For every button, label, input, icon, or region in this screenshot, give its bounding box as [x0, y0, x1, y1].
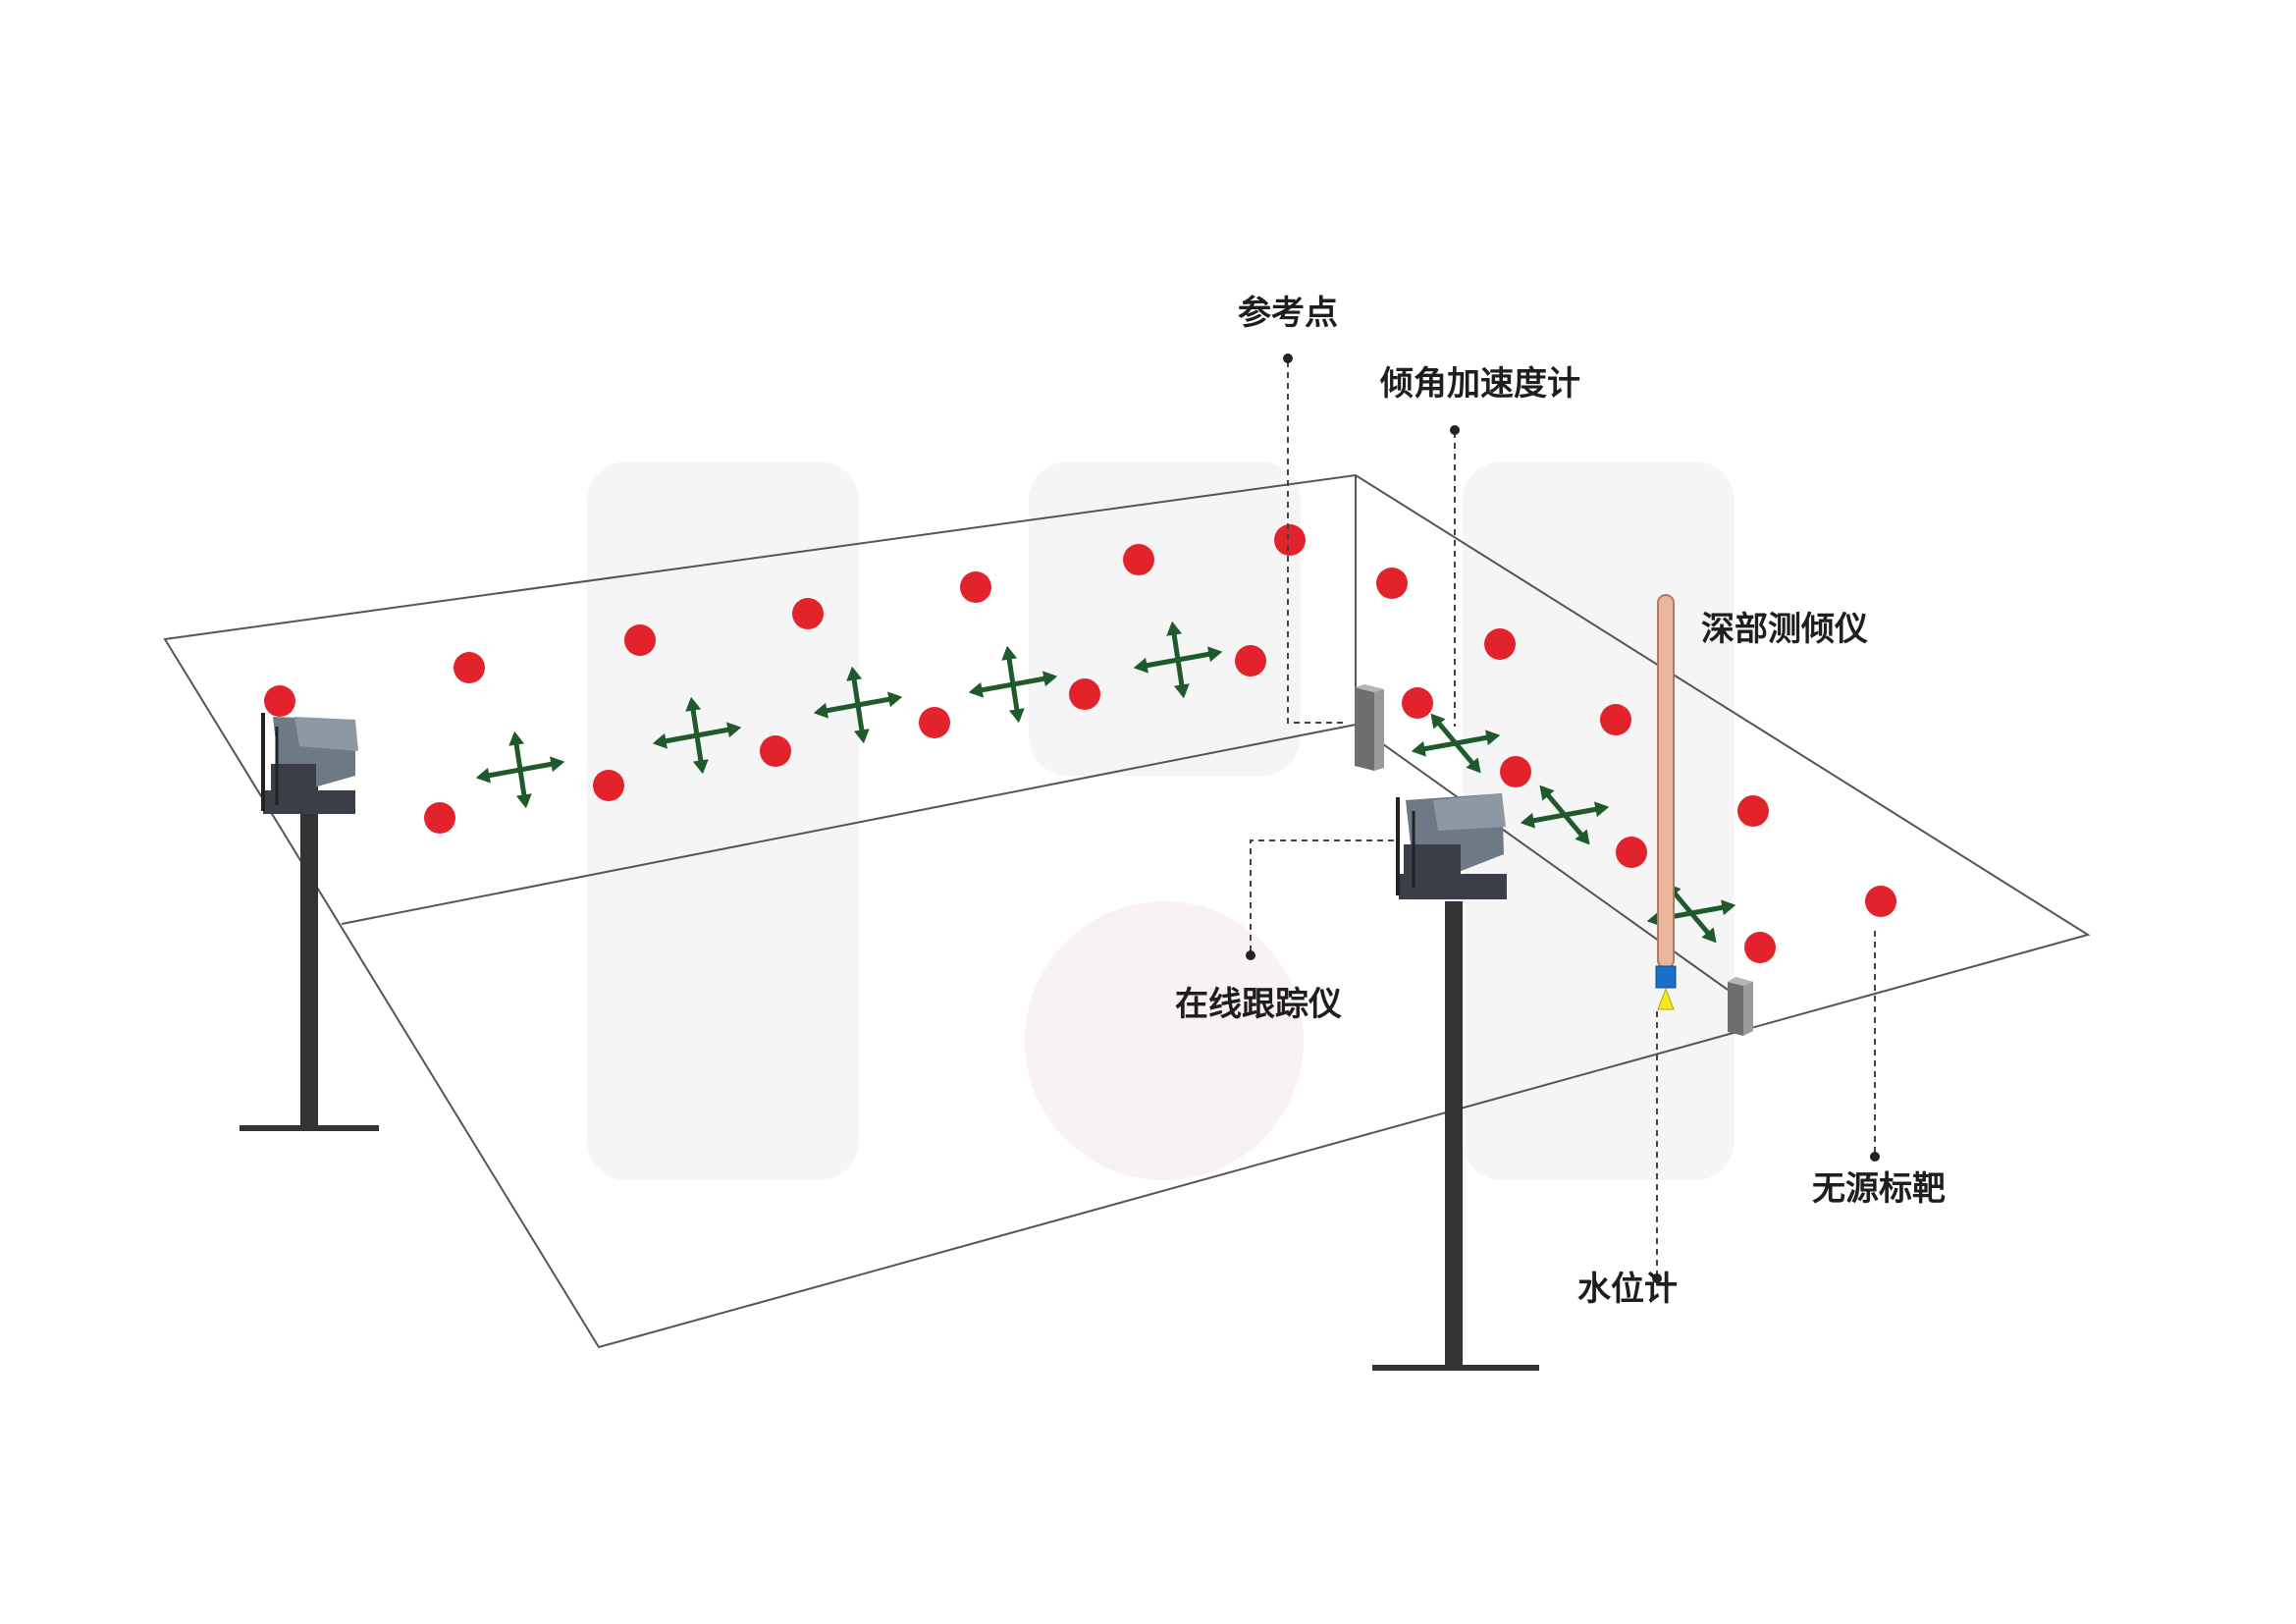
- cross-arrows-icon: [475, 731, 565, 809]
- watermark-circle: [1025, 901, 1304, 1180]
- red-dot-icon: [1744, 932, 1776, 963]
- water-gauge-body: [1655, 965, 1677, 989]
- label-online-tracker: 在线跟踪仪: [1175, 985, 1342, 1024]
- water-gauge-tip: [1657, 987, 1675, 1010]
- cross-arrows-icon: [813, 666, 903, 744]
- red-dot-icon: [1616, 837, 1647, 868]
- label-tilt-accelerometer: 倾角加速度计: [1379, 364, 1580, 404]
- deep-inclinometer: [1655, 594, 1677, 1010]
- cross-arrows-icon: [1133, 621, 1223, 699]
- label-water-level-gauge: 水位计: [1577, 1270, 1678, 1309]
- leader-dot: [1246, 950, 1255, 960]
- leader-dot: [1283, 353, 1293, 363]
- red-dot-icon: [624, 624, 656, 656]
- watermark: [587, 461, 1735, 1180]
- leader-dot: [1870, 1152, 1880, 1162]
- red-dot-icon: [1123, 544, 1154, 575]
- leader-dot: [1450, 425, 1460, 435]
- labels: 参考点 倾角加速度计 深部测倾仪 在线跟踪仪 无源标靶 水位计: [1175, 294, 1946, 1309]
- red-dot-icon: [1069, 678, 1100, 710]
- leader-anchor-dots: [1246, 353, 1880, 1283]
- ground-plane: [163, 473, 2091, 1349]
- red-dot-icon: [760, 735, 791, 767]
- red-dot-icon: [454, 652, 485, 683]
- tracker-pole: [300, 785, 318, 1129]
- red-dot-icon: [1865, 886, 1896, 917]
- watermark-bar-middle: [1029, 461, 1301, 776]
- leader-reference-point: [1287, 361, 1345, 724]
- red-dot-icon: [960, 571, 991, 603]
- red-dot-icon: [424, 802, 455, 834]
- tracker-base: [1372, 1365, 1539, 1371]
- red-dot-icon: [1235, 645, 1266, 677]
- tracker-base: [240, 1125, 379, 1131]
- passive-targets: [264, 524, 1896, 963]
- red-dot-icon: [1376, 568, 1408, 599]
- red-dot-icon: [1274, 524, 1306, 556]
- reference-posts: [1355, 684, 1753, 1036]
- leader-online-tracker: [1250, 839, 1394, 952]
- watermark-bar-left: [587, 461, 859, 1180]
- online-tracker-right: [1372, 793, 1539, 1371]
- red-dot-icon: [919, 707, 950, 738]
- wall-left-bottom: [341, 724, 1357, 925]
- red-dot-icon: [1484, 628, 1516, 660]
- surveying-camera-icon: [261, 713, 358, 814]
- label-passive-target: 无源标靶: [1812, 1169, 1946, 1209]
- red-dot-icon: [593, 770, 624, 801]
- label-deep-inclinometer: 深部测倾仪: [1701, 610, 1868, 649]
- cross-arrows-icon: [1411, 713, 1501, 774]
- online-tracker-left: [240, 713, 379, 1131]
- red-dot-icon: [1500, 756, 1531, 787]
- red-dot-icon: [792, 598, 824, 629]
- inclinometer-tube: [1657, 594, 1675, 969]
- cross-arrows-icon: [652, 696, 742, 775]
- reference-post-icon: [1355, 684, 1384, 771]
- label-reference-point: 参考点: [1238, 294, 1338, 333]
- leader-lines: [1250, 361, 1876, 1276]
- tracker-pole: [1445, 901, 1463, 1369]
- red-dot-icon: [264, 685, 295, 717]
- red-dot-icon: [1402, 687, 1433, 719]
- red-dot-icon: [1737, 795, 1769, 827]
- leader-dot: [1652, 1273, 1662, 1283]
- cross-arrows-icon: [1520, 785, 1610, 845]
- reference-post-icon: [1728, 977, 1753, 1036]
- red-dot-icon: [1600, 704, 1631, 735]
- surveying-camera-icon: [1396, 793, 1507, 899]
- cross-arrows-icon: [968, 645, 1058, 724]
